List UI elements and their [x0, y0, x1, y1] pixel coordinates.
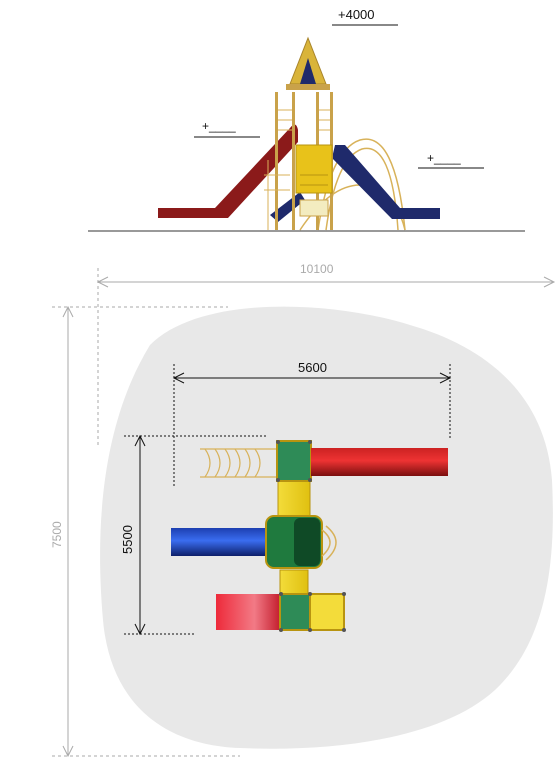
plan-slide-red-bottom: [216, 594, 280, 630]
equipment-width-label: 5600: [298, 360, 327, 375]
overall-width-label: 10100: [300, 262, 334, 276]
plan-tower: [265, 515, 337, 569]
left-slide: [158, 124, 298, 218]
tower: [264, 36, 333, 230]
plan-view: 10100 7500 5600 5500: [50, 262, 556, 758]
plan-arch-ladder: [200, 448, 278, 478]
plan-deck-bottom-yellow: [309, 593, 345, 631]
plan-deck-top: [276, 440, 312, 482]
left-level-label: +____: [202, 119, 236, 133]
plan-slide-blue: [171, 528, 269, 556]
right-slide: [270, 145, 440, 222]
plan-slide-red-top: [311, 448, 448, 476]
equipment-plan: [171, 440, 448, 632]
overall-width-dimension: 10100: [96, 262, 556, 448]
equipment-depth-dimension: 5500: [120, 434, 266, 636]
equipment-depth-label: 5500: [120, 525, 135, 554]
plan-walkway-top: [277, 479, 311, 521]
plan-walkway-bottom: [279, 569, 309, 595]
equipment-width-dimension: 5600: [172, 360, 452, 488]
plan-deck-bottom: [279, 593, 311, 631]
safety-zone: [100, 306, 553, 749]
plan-posts: [276, 440, 346, 632]
height-label: +4000: [338, 7, 375, 22]
overall-depth-dimension: 7500: [50, 305, 240, 758]
elevation-view: +4000 +____ +____: [88, 7, 525, 232]
overall-depth-label: 7500: [50, 521, 64, 548]
right-level-label: +____: [427, 151, 461, 165]
